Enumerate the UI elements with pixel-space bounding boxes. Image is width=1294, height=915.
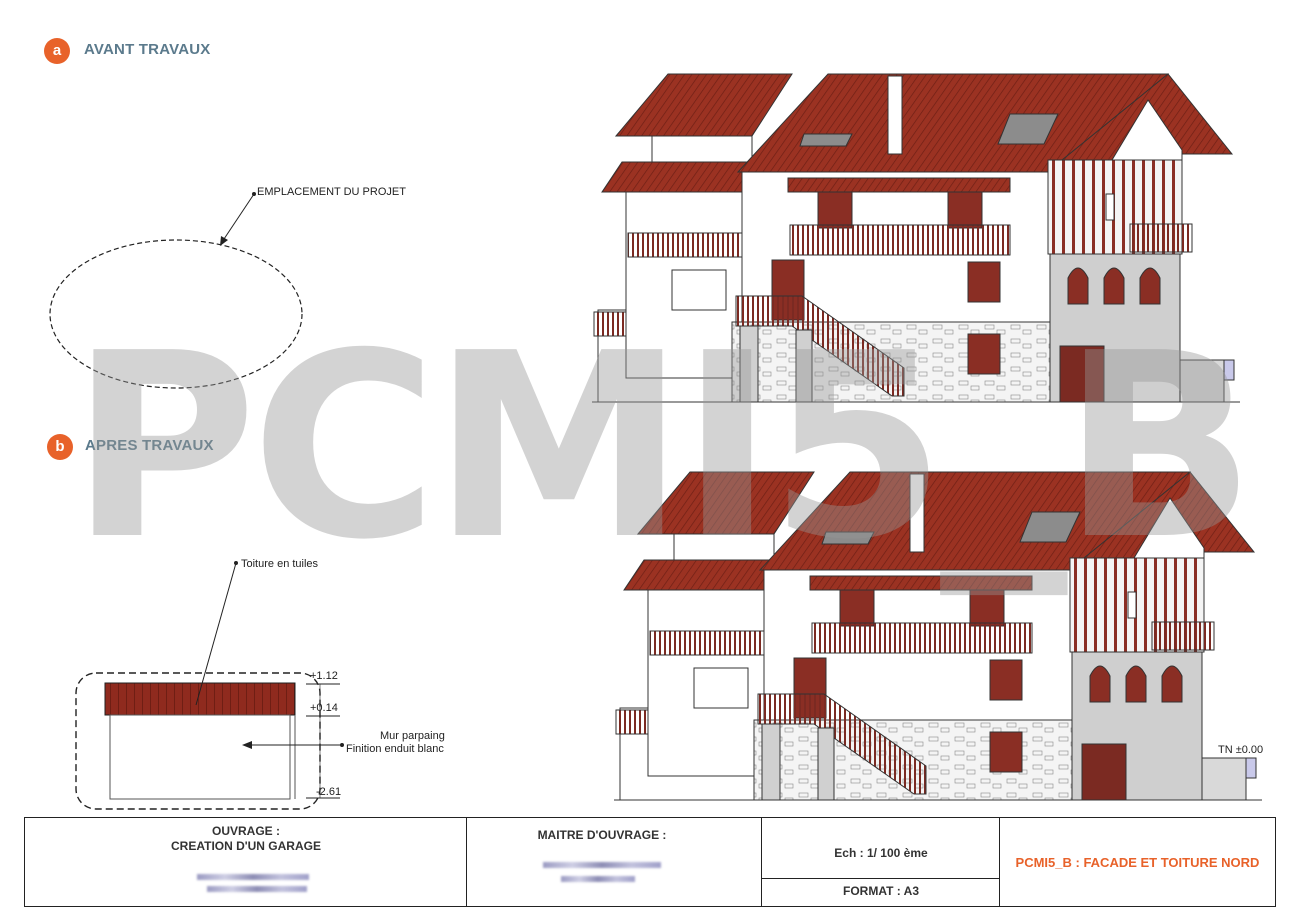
title-block-owner: MAITRE D'OUVRAGE : bbox=[467, 818, 762, 906]
scale-label: Ech : 1/ 100 ème bbox=[834, 846, 928, 860]
section-b-badge: b bbox=[47, 434, 73, 460]
project-name: CREATION D'UN GARAGE bbox=[171, 839, 321, 853]
section-a-title: AVANT TRAVAUX bbox=[84, 41, 211, 58]
sheet-title: PCMI5_B : FACADE ET TOITURE NORD bbox=[1015, 855, 1260, 870]
title-block: OUVRAGE : CREATION D'UN GARAGE MAITRE D'… bbox=[24, 817, 1276, 907]
project-location-marker bbox=[49, 192, 303, 389]
section-b-title: APRES TRAVAUX bbox=[85, 437, 214, 454]
redacted-address-line2 bbox=[207, 886, 307, 892]
facade-before-elevation bbox=[592, 73, 1240, 403]
redacted-owner-line2 bbox=[561, 876, 635, 882]
scale-divider bbox=[762, 878, 999, 879]
garage-elevation bbox=[75, 561, 344, 810]
redacted-address-line1 bbox=[197, 874, 309, 880]
facade-after-elevation bbox=[614, 471, 1262, 801]
owner-label: MAITRE D'OUVRAGE : bbox=[537, 828, 667, 842]
roof-tiles-label: Toiture en tuiles bbox=[241, 558, 319, 570]
project-location-label: EMPLACEMENT DU PROJET bbox=[257, 186, 406, 198]
wall-label-line1: Mur parpaing bbox=[380, 730, 445, 742]
title-block-scale: Ech : 1/ 100 ème FORMAT : A3 bbox=[762, 818, 1000, 906]
wall-label-line2: Finition enduit blanc bbox=[346, 743, 444, 755]
redacted-owner-line1 bbox=[543, 862, 661, 868]
section-a-badge: a bbox=[44, 38, 70, 64]
level-top: +1.12 bbox=[310, 670, 338, 682]
watermark: PCMI5_B bbox=[70, 299, 1256, 596]
level-bottom: -2.61 bbox=[316, 786, 342, 798]
ground-level-label: TN ±0.00 bbox=[1218, 744, 1264, 756]
format-label: FORMAT : A3 bbox=[843, 884, 919, 898]
level-mid: +0.14 bbox=[310, 702, 338, 714]
project-label: OUVRAGE : bbox=[211, 824, 280, 838]
title-block-project: OUVRAGE : CREATION D'UN GARAGE bbox=[25, 818, 467, 906]
